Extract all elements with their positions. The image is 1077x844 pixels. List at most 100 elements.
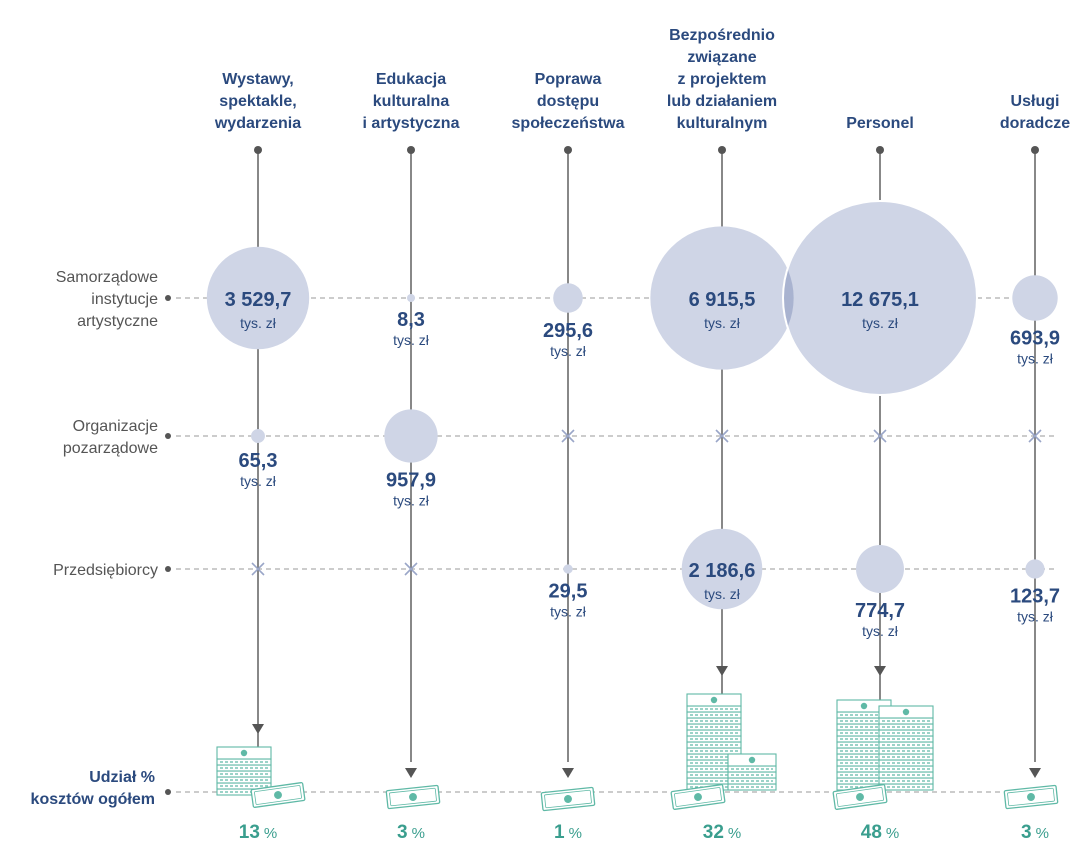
- column-arrow: [874, 666, 886, 676]
- column-arrow: [1029, 768, 1041, 778]
- value-label: 3 529,7: [225, 289, 292, 311]
- value-label: 295,6: [543, 320, 593, 342]
- row-label: pozarządowe: [63, 440, 158, 457]
- row-guide-dot: [165, 566, 171, 572]
- no-data-cross: [1028, 429, 1042, 443]
- no-data-cross: [715, 429, 729, 443]
- bubble: [1025, 559, 1045, 579]
- money-icon: [1003, 784, 1059, 810]
- bubble: [856, 545, 904, 593]
- bubble: [553, 283, 583, 313]
- value-label: 6 915,5: [689, 289, 756, 311]
- bubble: [681, 528, 763, 610]
- column-top-dot: [407, 146, 415, 154]
- value-label: 2 186,6: [689, 560, 756, 582]
- column-top-dot: [718, 146, 726, 154]
- row-label: instytucje: [91, 291, 158, 308]
- column-title: związane: [687, 49, 756, 66]
- share-row-label: kosztów ogółem: [31, 791, 155, 808]
- value-label: 65,3: [239, 450, 278, 472]
- column-arrow: [252, 724, 264, 734]
- money-icon: [540, 786, 596, 812]
- bubble: [783, 201, 977, 395]
- value-unit: tys. zł: [704, 315, 741, 331]
- value-label: 123,7: [1010, 586, 1060, 608]
- money-icon: [216, 746, 306, 808]
- value-unit: tys. zł: [862, 623, 899, 639]
- row-guide-dot: [165, 433, 171, 439]
- column-title: Bezpośrednio: [669, 27, 775, 44]
- share-percent: 48%: [861, 822, 899, 843]
- bubble: [563, 564, 573, 574]
- column-title: doradcze: [1000, 115, 1070, 132]
- bubble: [251, 429, 265, 443]
- column-title: spektakle,: [219, 93, 296, 110]
- no-data-cross: [404, 562, 418, 576]
- bubbles-layer: [206, 200, 1058, 610]
- bubble: [1012, 275, 1058, 321]
- column-title: kulturalnym: [677, 115, 768, 132]
- value-label: 8,3: [397, 309, 425, 331]
- column-title: Personel: [846, 115, 914, 132]
- value-unit: tys. zł: [1017, 609, 1054, 625]
- no-data-cross: [561, 429, 575, 443]
- share-percent: 3%: [1021, 822, 1049, 843]
- bubble: [407, 294, 415, 302]
- value-unit: tys. zł: [862, 315, 899, 331]
- column-title: dostępu: [537, 93, 599, 110]
- column-title: społeczeństwa: [512, 115, 625, 132]
- bubble-outline: [782, 200, 978, 396]
- value-label: 957,9: [386, 470, 436, 492]
- bubble: [384, 409, 438, 463]
- value-unit: tys. zł: [393, 493, 430, 509]
- column-title: kulturalna: [373, 93, 450, 110]
- value-unit: tys. zł: [1017, 351, 1054, 367]
- money-icon: [832, 699, 934, 810]
- value-unit: tys. zł: [240, 315, 277, 331]
- no-data-cross: [873, 429, 887, 443]
- column-arrow: [405, 768, 417, 778]
- column-top-dot: [1031, 146, 1039, 154]
- value-unit: tys. zł: [393, 332, 430, 348]
- column-title: wydarzenia: [214, 115, 301, 132]
- column-title: Edukacja: [376, 71, 446, 88]
- labels-layer: Wystawy, spektakle, wydarzenia Edukacja kult…: [31, 27, 1071, 843]
- value-unit: tys. zł: [704, 586, 741, 602]
- share-percent: 32%: [703, 822, 741, 843]
- money-icon: [670, 693, 777, 810]
- row-label: artystyczne: [77, 313, 158, 330]
- row-guide-dot: [165, 295, 171, 301]
- column-arrow: [716, 666, 728, 676]
- column-top-dot: [564, 146, 572, 154]
- value-label: 774,7: [855, 600, 905, 622]
- no-data-markers: [251, 429, 1042, 576]
- bubble: [206, 246, 310, 350]
- column-top-dot: [876, 146, 884, 154]
- column-title: Usługi: [1011, 93, 1060, 110]
- share-row-label: Udział %: [89, 769, 155, 786]
- column-title: i artystyczna: [363, 115, 460, 132]
- value-unit: tys. zł: [550, 343, 587, 359]
- value-unit: tys. zł: [240, 473, 277, 489]
- row-label: Przedsiębiorcy: [53, 562, 158, 579]
- share-percent: 13%: [239, 822, 277, 843]
- row-label: Samorządowe: [56, 269, 158, 286]
- column-title: Wystawy,: [222, 71, 293, 88]
- row-label: Organizacje: [73, 418, 158, 435]
- column-top-dot: [254, 146, 262, 154]
- column-title: z projektem: [678, 71, 767, 88]
- share-percent: 1%: [554, 822, 582, 843]
- value-label: 12 675,1: [841, 289, 919, 311]
- value-label: 29,5: [549, 581, 588, 603]
- money-icons-layer: [216, 693, 1059, 812]
- column-title: lub działaniem: [667, 93, 777, 110]
- column-title: Poprawa: [535, 71, 602, 88]
- value-label: 693,9: [1010, 328, 1060, 350]
- column-arrow: [562, 768, 574, 778]
- share-percent: 3%: [397, 822, 425, 843]
- bubble: [650, 226, 794, 370]
- money-icon: [385, 784, 441, 810]
- no-data-cross: [251, 562, 265, 576]
- value-unit: tys. zł: [550, 604, 587, 620]
